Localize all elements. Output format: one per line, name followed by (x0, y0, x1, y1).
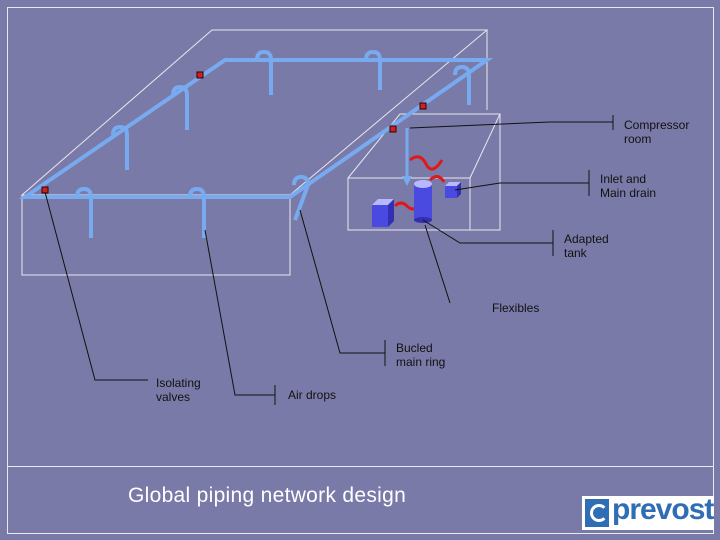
label-flexibles: Flexibles (492, 301, 540, 315)
valve (419, 102, 427, 110)
slide-frame (7, 7, 714, 534)
label-isolating-valves: Isolating valves (156, 376, 201, 404)
isolating-valves (41, 71, 427, 194)
label-compressor-room: Compressor room (624, 118, 690, 146)
inlet-pipe (402, 128, 412, 186)
leader-air-drops (204, 229, 276, 405)
air-drop (188, 186, 206, 238)
air-drops (75, 49, 471, 238)
tank-left (372, 199, 394, 227)
leader-flexibles (424, 224, 451, 304)
air-drop (364, 49, 382, 90)
air-drop (171, 84, 189, 130)
footer-divider (7, 466, 714, 467)
leader-compressor-room (409, 115, 614, 130)
valve (196, 71, 204, 79)
leader-adapted-tank (422, 219, 554, 256)
label-adapted-tank: Adapted tank (564, 232, 609, 260)
label-bucled-main-ring: Bucled main ring (396, 341, 446, 369)
leader-lines (44, 115, 614, 405)
leader-bucled-main-ring (299, 209, 386, 366)
adapted-tank (414, 180, 432, 223)
valve (389, 125, 397, 133)
air-drop (75, 186, 93, 238)
flexible-hose (428, 175, 446, 183)
air-drop (453, 64, 471, 105)
slide-title: Global piping network design (128, 484, 407, 507)
leader-isolating-valves (44, 191, 148, 381)
drain-unit (445, 182, 461, 198)
label-air-drops: Air drops (288, 388, 337, 402)
main-ring-pipe (18, 58, 494, 199)
air-drop (111, 124, 129, 170)
air-drop (255, 49, 273, 95)
air-drop (292, 174, 311, 221)
leader-inlet-main-drain (454, 170, 590, 196)
flexible-hose (409, 155, 444, 171)
prevost-logo: prevost (582, 493, 714, 530)
prevost-logo-icon (585, 499, 609, 527)
label-inlet-main-drain: Inlet and Main drain (600, 172, 657, 200)
prevost-logo-text: prevost (612, 493, 714, 526)
